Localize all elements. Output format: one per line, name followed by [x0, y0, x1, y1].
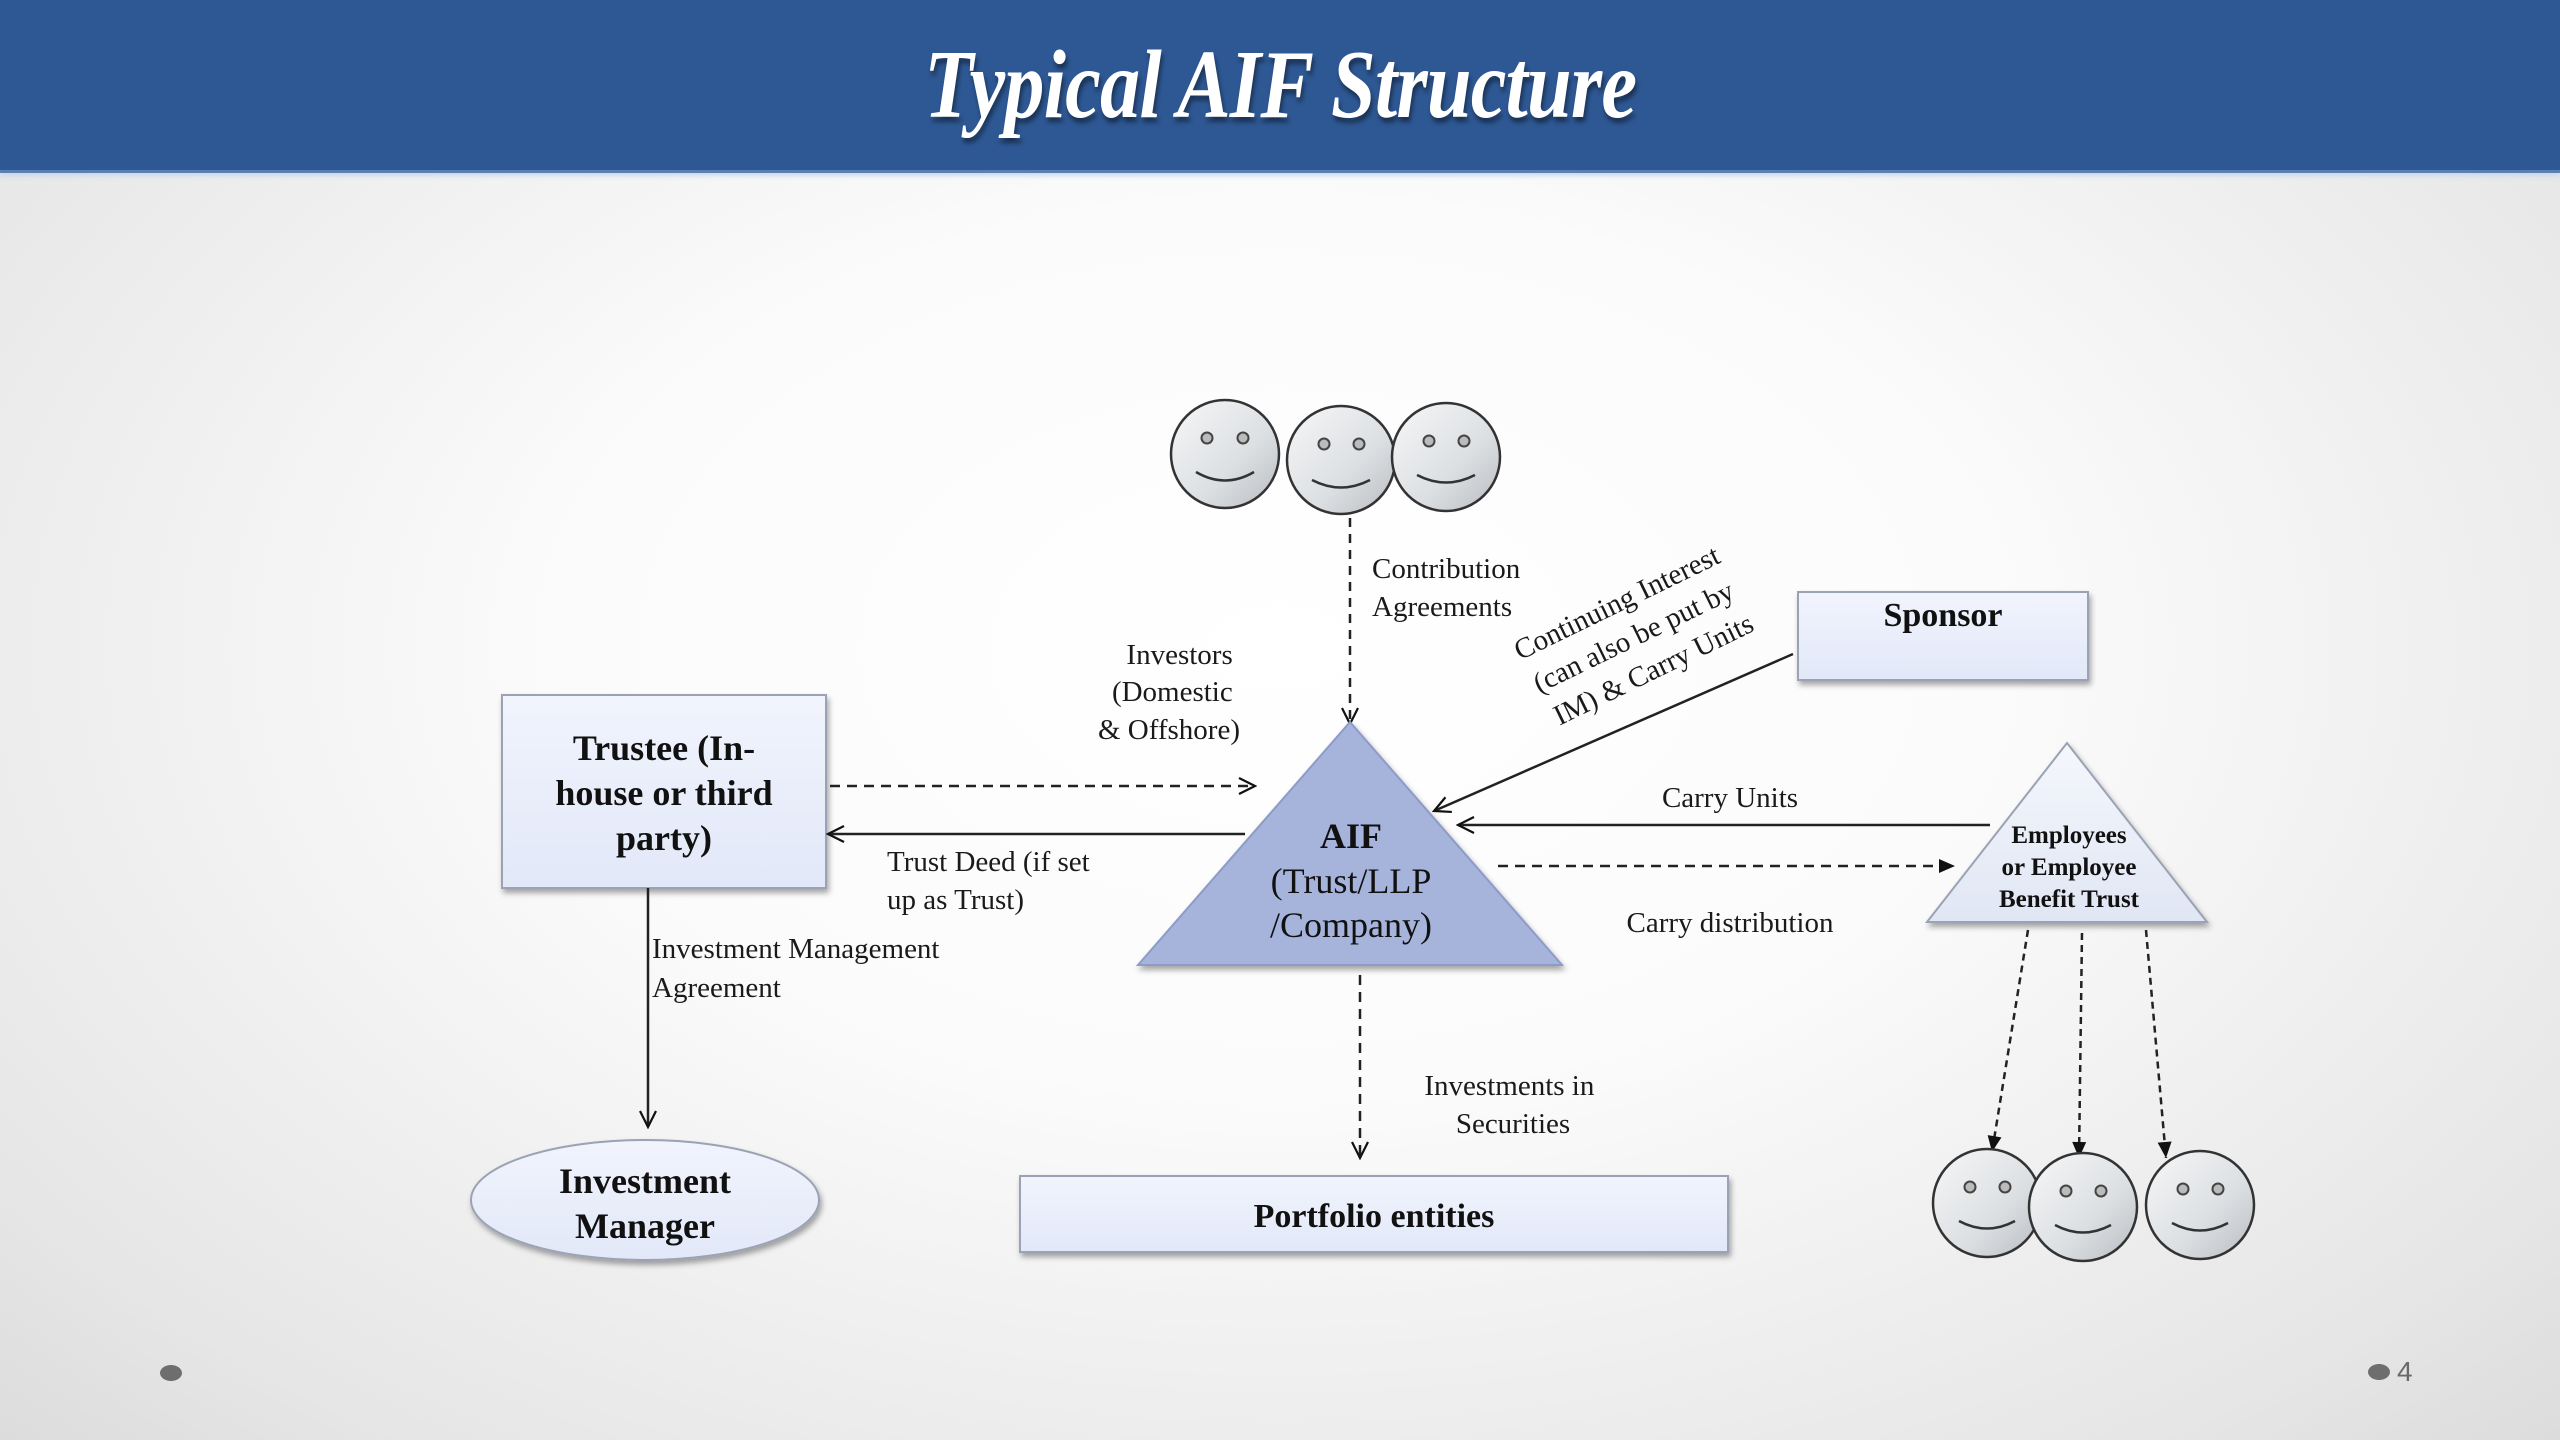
employee-distribution-arrow [2072, 932, 2087, 1159]
contribution-label: Contribution Agreements [1372, 553, 1527, 623]
portfolio-label: Portfolio entities [1254, 1198, 1495, 1235]
footer-right-dot [2368, 1364, 2390, 1380]
aif-line3: /Company) [1270, 905, 1432, 945]
employees-line2: or Employee [2002, 854, 2137, 881]
sponsor-node: Sponsor [1797, 591, 2089, 681]
smiley-face-icon [1390, 401, 1502, 513]
slide-title: Typical AIF Structure [0, 0, 2560, 170]
investment-manager-line1: Investment [559, 1161, 731, 1201]
slide-title-text: Typical AIF Structure [923, 31, 1637, 139]
employees-line1: Employees [2011, 822, 2127, 849]
continuing-interest-arrow [1434, 652, 1794, 811]
trustee-line3: party) [616, 818, 712, 858]
trustee-line2: house or third [555, 773, 772, 813]
smiley-face-icon [1931, 1147, 2043, 1259]
footer-left-dot [160, 1365, 182, 1381]
employee-distribution-arrow [2144, 929, 2172, 1159]
employees-smiley-group [1931, 1147, 2256, 1263]
investors-smiley-group [1169, 398, 1502, 516]
trustee-node: Trustee (In- house or third party) [501, 694, 827, 889]
employee-distribution-arrow [1987, 929, 2030, 1153]
smiley-face-icon [1285, 404, 1397, 516]
investors-label: Investors (Domestic & Offshore) [1098, 639, 1240, 746]
investment-manager-node: Investment Manager [470, 1139, 820, 1261]
investment-manager-line2: Manager [575, 1206, 715, 1246]
aif-node: AIF (Trust/LLP /Company) [1135, 720, 1565, 966]
title-bar [0, 0, 2560, 173]
carry-distribution-label: Carry distribution [1626, 907, 1834, 939]
smiley-face-icon [2144, 1149, 2256, 1261]
employees-line3: Benefit Trust [1999, 886, 2140, 913]
aif-line2: (Trust/LLP [1271, 861, 1432, 901]
sponsor-label: Sponsor [1883, 597, 2002, 634]
investments-label: Investments in Securities [1424, 1070, 1601, 1140]
portfolio-node: Portfolio entities [1019, 1175, 1729, 1253]
continuing-interest-label: Continuing Interest (can also be put by … [1509, 536, 1765, 735]
carry-units-label: Carry Units [1662, 782, 1798, 814]
ima-label: Investment Management Agreement [652, 933, 947, 1004]
aif-title: AIF [1320, 816, 1382, 856]
trust-deed-label: Trust Deed (if set up as Trust) [887, 846, 1097, 916]
trustee-line1: Trustee (In- [573, 728, 755, 768]
smiley-face-icon [2027, 1151, 2139, 1263]
smiley-face-icon [1169, 398, 1281, 510]
page-number: 4 [2397, 1356, 2413, 1387]
employees-node: Employees or Employee Benefit Trust [1924, 741, 2210, 923]
